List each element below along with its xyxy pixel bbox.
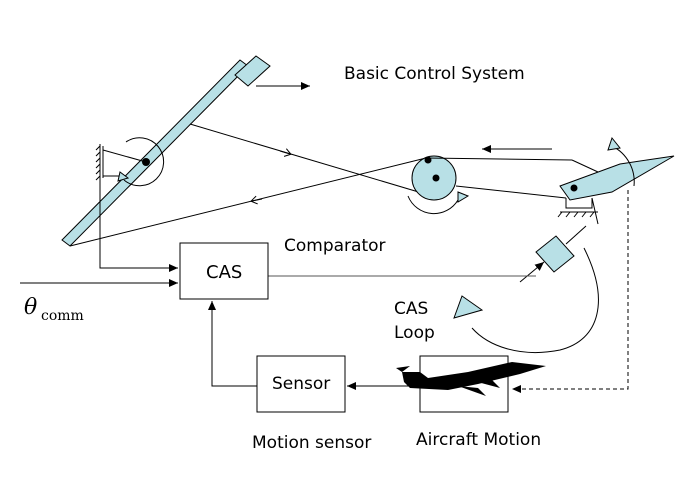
- elevator-surface: [557, 136, 675, 225]
- cable-arrow-lower: [250, 195, 263, 205]
- actuator: [519, 225, 587, 283]
- cas-loop-label-line2: Loop: [394, 323, 435, 343]
- aircraft-motion-label: Aircraft Motion: [416, 430, 541, 450]
- pulley-to-horn-cable: [425, 157, 573, 161]
- theta-command-subscript: comm: [41, 308, 84, 324]
- cable-lower: [69, 157, 427, 247]
- stick-to-cas-line: [99, 180, 178, 272]
- control-stick: [61, 55, 271, 247]
- stick-pivot: [95, 137, 165, 187]
- cas-loop: [453, 247, 599, 354]
- pulley: [407, 155, 470, 215]
- theta-command-symbol: θ: [24, 295, 37, 320]
- dashed-feedback-line: [512, 190, 629, 393]
- cas-block: [179, 242, 269, 300]
- aircraft-icon: [396, 362, 546, 396]
- diagram-title: Basic Control System: [344, 64, 525, 84]
- cable-arrow-upper: [279, 148, 292, 157]
- cas-block-label: CAS: [206, 262, 242, 283]
- pulley-lower-cable: [455, 185, 567, 199]
- comparator-label: Comparator: [284, 236, 386, 256]
- sensor-block-label: Sensor: [272, 374, 330, 394]
- motion-sensor-label: Motion sensor: [252, 433, 371, 453]
- cable-upper: [189, 123, 433, 197]
- sensor-to-cas-line: [208, 301, 257, 387]
- cas-loop-label-line1: CAS: [394, 299, 428, 319]
- sensor-block: [256, 355, 346, 413]
